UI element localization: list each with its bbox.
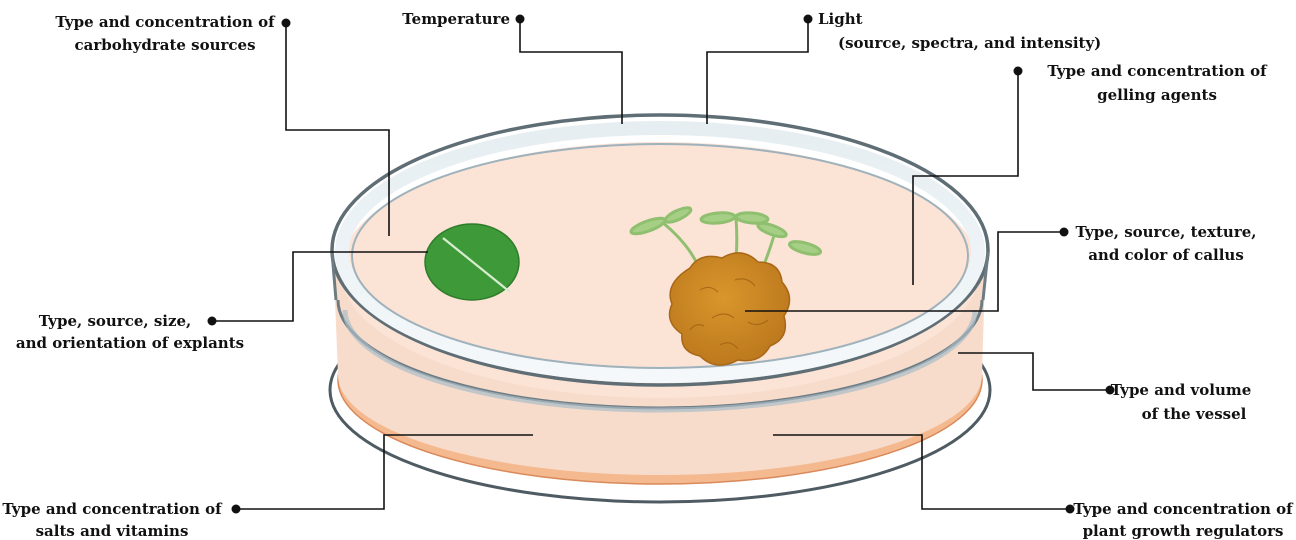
- label-carbohydrate-line2: carbohydrate sources: [74, 36, 255, 54]
- label-pgr-line2: plant growth regulators: [1083, 522, 1284, 540]
- label-callus-line2: and color of callus: [1088, 246, 1244, 264]
- label-temperature: Temperature: [402, 10, 510, 28]
- label-light-line1: Light: [818, 10, 863, 28]
- light-leader: [707, 19, 808, 124]
- label-carbohydrate-line1: Type and concentration of: [55, 13, 276, 31]
- temperature-leader: [520, 19, 622, 124]
- label-salts-line2: salts and vitamins: [36, 522, 189, 540]
- label-gelling-line1: Type and concentration of: [1047, 62, 1268, 80]
- label-salts-line1: Type and concentration of: [2, 500, 223, 518]
- explant-disc: [425, 224, 519, 300]
- label-callus-line1: Type, source, texture,: [1075, 223, 1256, 241]
- petri-dish: [330, 115, 990, 502]
- label-vessel-line2: of the vessel: [1142, 405, 1247, 423]
- label-explants-line2: and orientation of explants: [16, 334, 244, 352]
- label-gelling-line2: gelling agents: [1097, 86, 1217, 104]
- label-vessel-line1: Type and volume: [1111, 381, 1252, 399]
- label-pgr-line1: Type and concentration of: [1073, 500, 1294, 518]
- label-explants-line1: Type, source, size,: [39, 312, 192, 330]
- label-light-line2: (source, spectra, and intensity): [838, 34, 1101, 52]
- lid-left-edge: [332, 252, 336, 300]
